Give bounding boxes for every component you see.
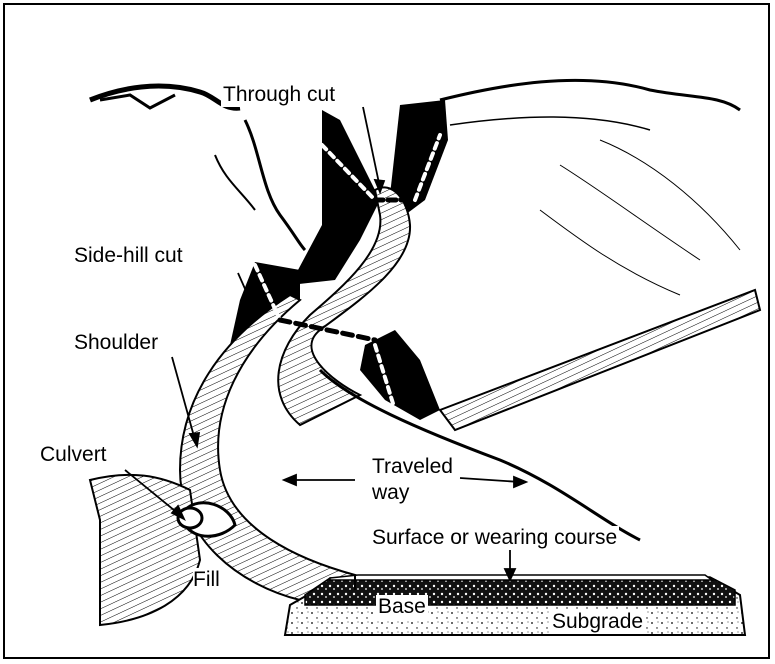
- label-fill: Fill: [193, 568, 220, 592]
- label-through-cut: Through cut: [221, 83, 337, 107]
- label-way: way: [370, 481, 411, 505]
- pavement-cross-section: [285, 575, 745, 635]
- label-side-hill-cut: Side-hill cut: [72, 244, 185, 268]
- traveled-way-right-arrowhead: [514, 477, 526, 487]
- label-base: Base: [376, 595, 428, 619]
- label-surface-wearing-course: Surface or wearing course: [370, 526, 619, 550]
- label-culvert: Culvert: [38, 443, 109, 467]
- label-subgrade: Subgrade: [550, 610, 645, 634]
- shoulder-leader: [172, 357, 195, 440]
- label-shoulder: Shoulder: [72, 331, 160, 355]
- traveled-way-left-arrowhead: [284, 475, 296, 485]
- traveled-way-right-leader: [460, 478, 520, 482]
- label-traveled: Traveled: [370, 455, 455, 479]
